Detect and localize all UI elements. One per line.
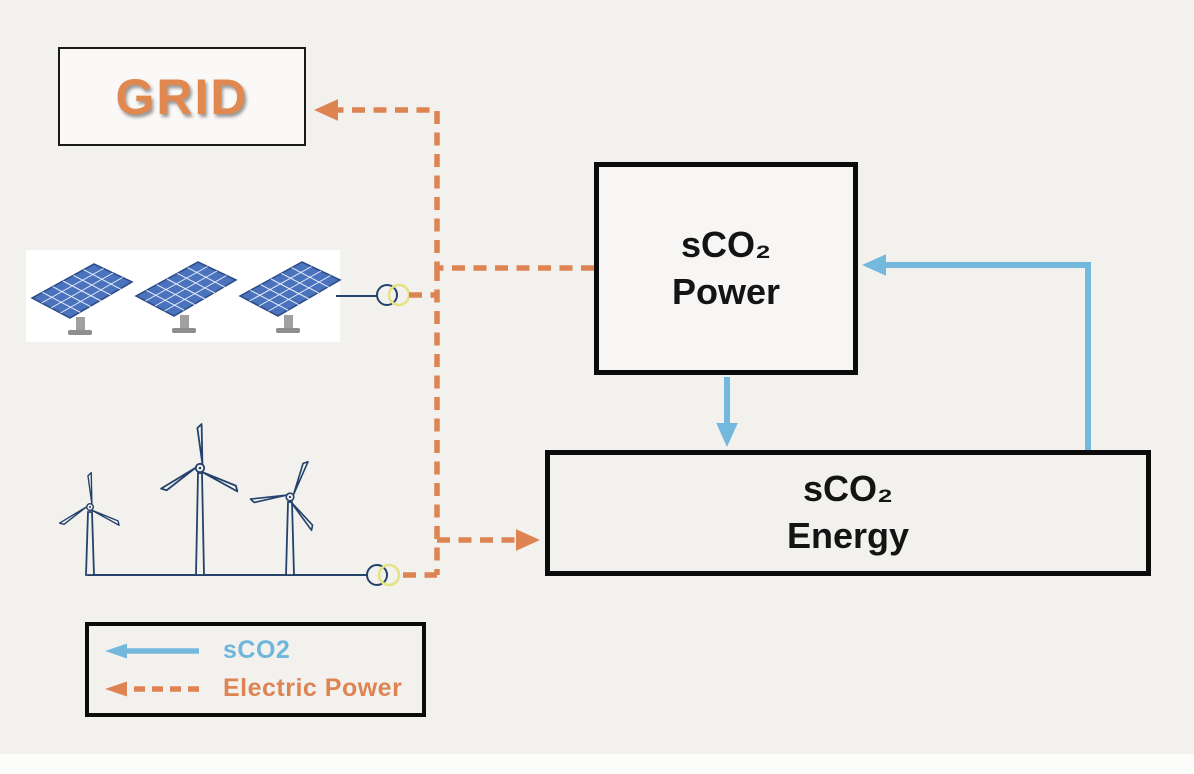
legend-label-sco2: sCO2 (223, 636, 291, 664)
wind-turbine-array-icon (58, 423, 367, 576)
circuit-connector-icon-wind (366, 563, 401, 587)
legend-row-sco2: sCO2 (99, 636, 290, 665)
canvas-bottom-margin (0, 754, 1194, 774)
legend-row-electric-power: Electric Power (99, 674, 402, 703)
sco2-lines (716, 254, 1091, 452)
grid-label: GRID (115, 68, 249, 125)
solar-panel-array-icon (26, 250, 341, 342)
electric-power-arrow-icon (105, 681, 199, 696)
sco2-power-label: sCO₂ Power (672, 222, 780, 316)
electric-power-line-to-grid (313, 99, 594, 271)
grid-box: GRID (58, 47, 306, 146)
electric-power-lines (313, 99, 594, 578)
circuit-connector-icon-solar (376, 283, 411, 307)
legend-box: sCO2 Electric Power (85, 622, 426, 717)
legend-label-electric-power: Electric Power (223, 674, 403, 702)
sco2-energy-line2: Energy (786, 515, 910, 556)
sco2-energy-box: sCO₂ Energy (545, 450, 1151, 576)
sco2-arrow-icon (105, 643, 199, 658)
sco2-power-box: sCO₂ Power (594, 162, 858, 375)
sco2-power-line1: sCO₂ (680, 223, 771, 265)
sco2-energy-line1: sCO₂ (802, 468, 893, 510)
sco2-line-energy-to-power (862, 254, 1091, 452)
sco2-power-line2: Power (671, 270, 781, 312)
sco2-energy-label: sCO₂ Energy (787, 466, 909, 560)
